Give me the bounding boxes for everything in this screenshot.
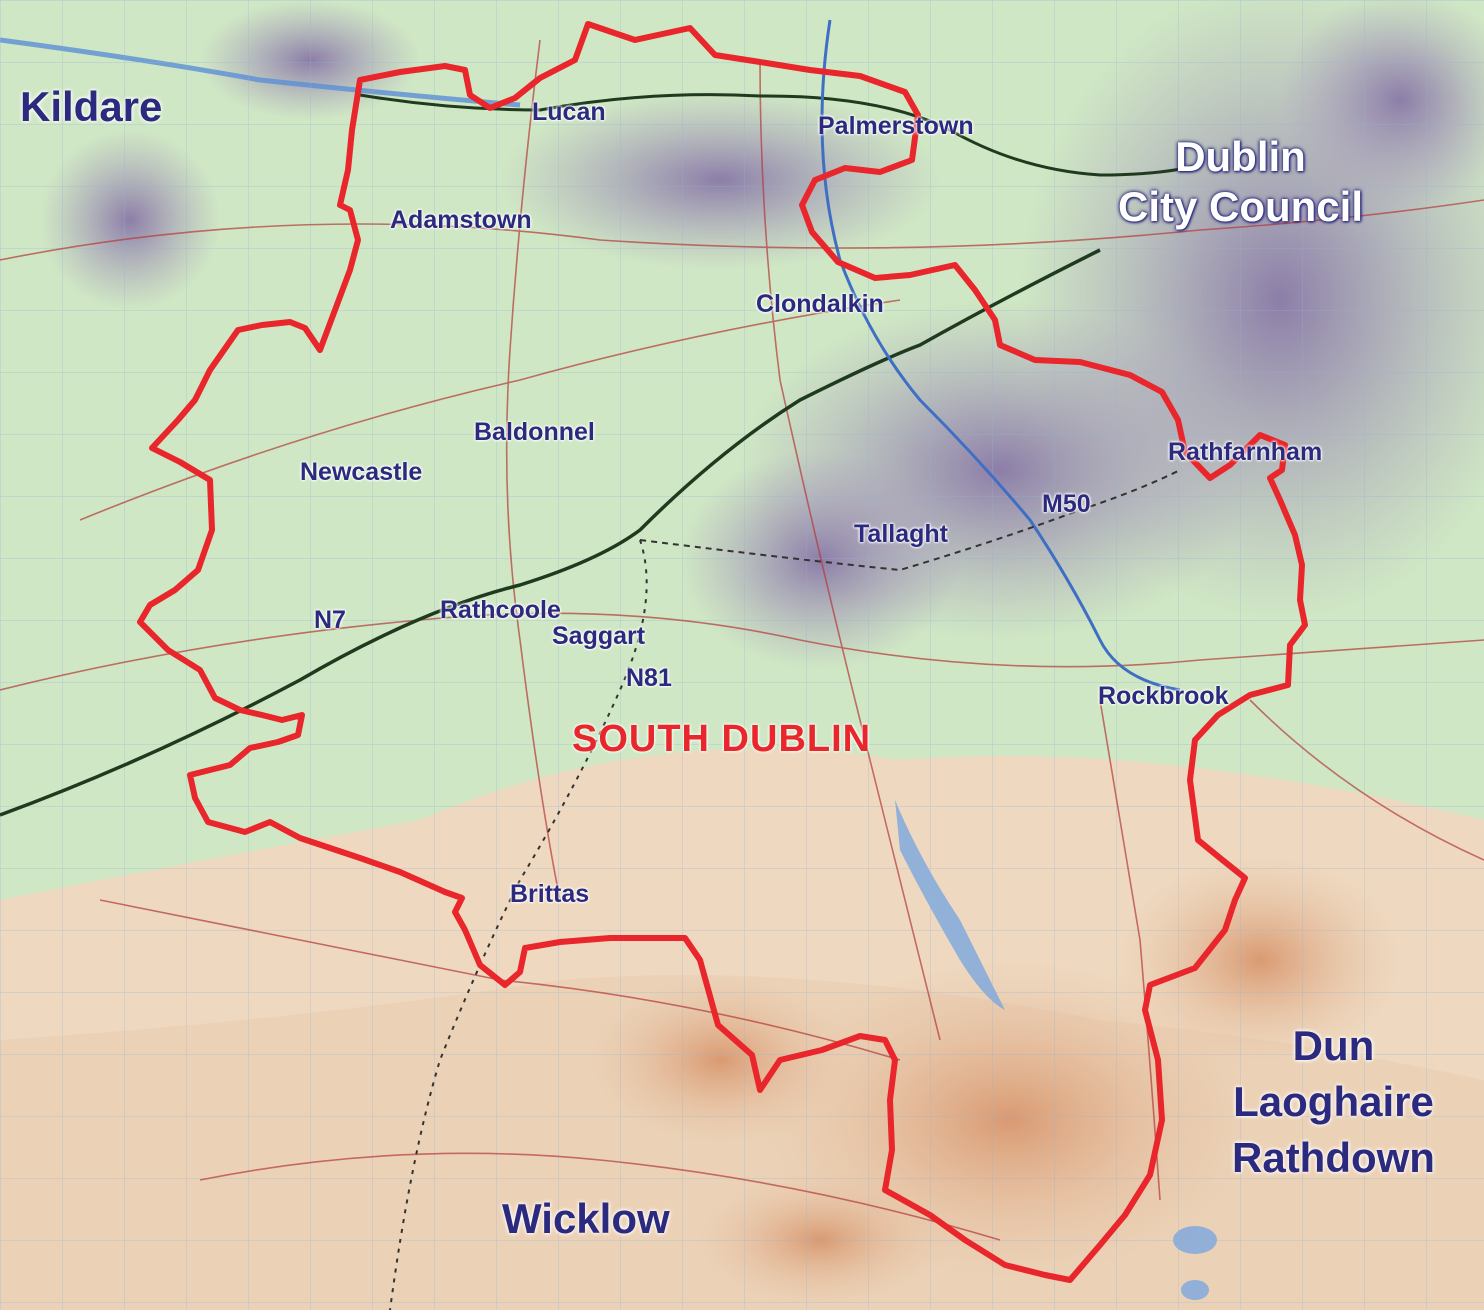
town-label-rockbrook: Rockbrook — [1098, 682, 1229, 710]
luas-line — [639, 469, 1181, 572]
town-label-palmerstown: Palmerstown — [818, 112, 974, 140]
area-label-south-dublin: SOUTH DUBLIN — [572, 718, 872, 760]
town-label-saggart: Saggart — [552, 622, 646, 650]
road-label-m50: M50 — [1042, 490, 1091, 518]
town-label-brittas: Brittas — [510, 880, 590, 908]
county-label-line: Laoghaire — [1233, 1078, 1434, 1125]
town-label-rathfarnham: Rathfarnham — [1168, 438, 1323, 466]
town-label-baldonnel: Baldonnel — [474, 418, 595, 446]
county-label-dun-laoghaire-rathdown: Dun Laoghaire Rathdown — [1232, 1025, 1435, 1179]
n7-road — [0, 248, 1101, 817]
county-label-line: Dublin — [1175, 133, 1306, 180]
town-label-lucan: Lucan — [532, 98, 606, 126]
road-label-n7: N7 — [314, 606, 346, 634]
county-label-line: Dun — [1292, 1022, 1375, 1069]
road-label-n81: N81 — [626, 664, 672, 692]
county-label-kildare: Kildare — [20, 83, 163, 130]
county-label-wicklow: Wicklow — [502, 1195, 670, 1242]
m50-road — [820, 19, 1181, 692]
town-label-adamstown: Adamstown — [390, 206, 532, 234]
town-label-tallaght: Tallaght — [854, 520, 948, 548]
town-label-clondalkin: Clondalkin — [756, 290, 884, 318]
south-dublin-boundary — [137, 21, 1308, 1283]
county-label-dublin-city: Dublin City Council — [1118, 136, 1363, 228]
county-label-line: Rathdown — [1232, 1134, 1435, 1181]
rail-line — [359, 93, 1201, 177]
town-label-newcastle: Newcastle — [300, 458, 423, 486]
county-label-line: City Council — [1118, 183, 1364, 230]
town-label-rathcoole: Rathcoole — [440, 596, 561, 624]
